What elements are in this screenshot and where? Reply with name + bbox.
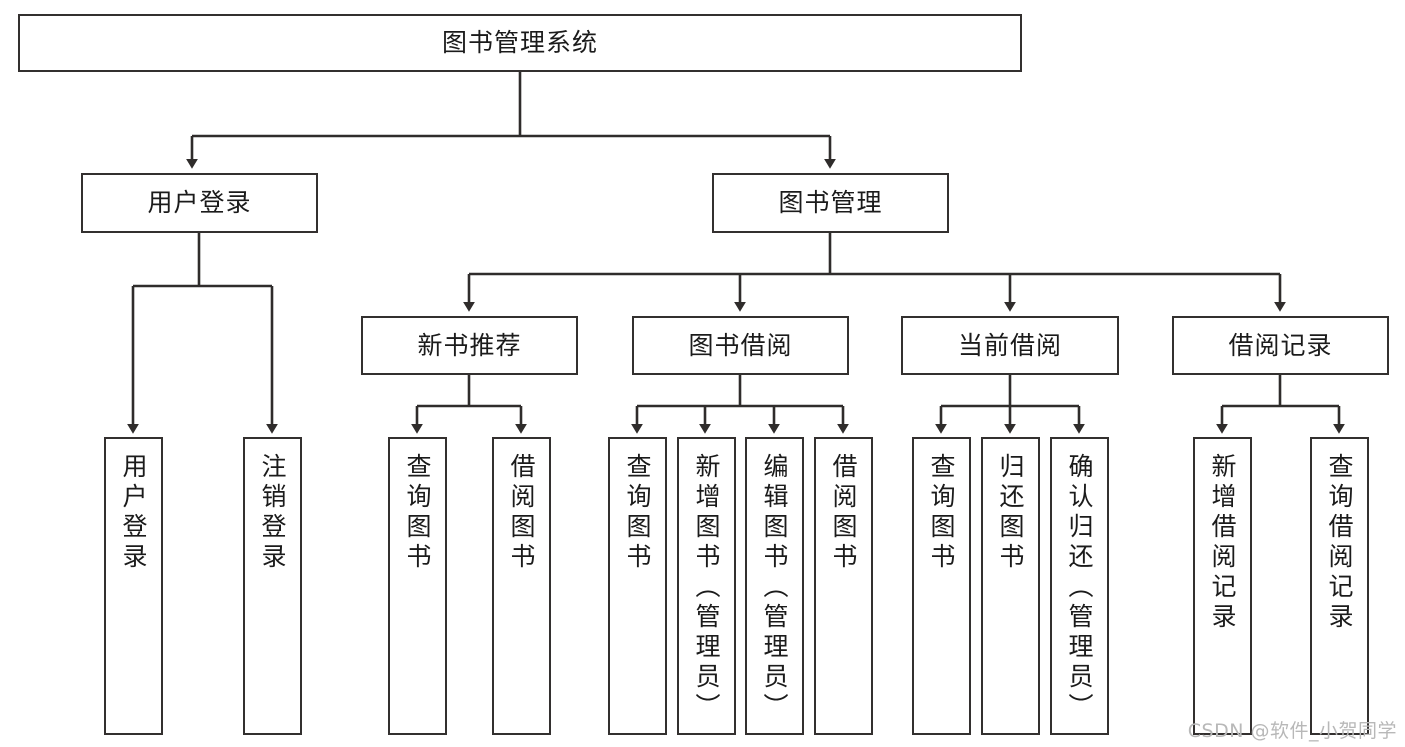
leaf-current-query-book[interactable]: 查询图书 <box>912 437 971 735</box>
node-label: 查询借阅记录 <box>1325 453 1354 633</box>
leaf-user-login-login[interactable]: 用户登录 <box>104 437 163 735</box>
node-label: 图书借阅 <box>688 330 793 360</box>
leaf-borrow-query-book[interactable]: 查询图书 <box>608 437 667 735</box>
leaf-new-book-borrow[interactable]: 借阅图书 <box>492 437 551 735</box>
node-label: 查询图书 <box>927 453 956 573</box>
node-label: 借阅图书 <box>829 453 858 573</box>
node-label: 注销登录 <box>258 453 287 573</box>
leaf-user-login-logout[interactable]: 注销登录 <box>243 437 302 735</box>
leaf-record-add-record[interactable]: 新增借阅记录 <box>1193 437 1252 735</box>
leaf-current-confirm-return-admin[interactable]: 确认归还（管理员） <box>1050 437 1109 735</box>
watermark: CSDN @软件_小贺同学 <box>1187 720 1397 742</box>
node-book-borrow[interactable]: 图书借阅 <box>632 316 849 375</box>
node-label: 借阅图书 <box>507 453 536 573</box>
node-label: 归还图书 <box>996 453 1025 573</box>
leaf-record-query-record[interactable]: 查询借阅记录 <box>1310 437 1369 735</box>
node-label: 新增图书（管理员） <box>692 453 721 723</box>
leaf-new-book-query[interactable]: 查询图书 <box>388 437 447 735</box>
node-book-management[interactable]: 图书管理 <box>712 173 949 233</box>
node-label: 新书推荐 <box>417 330 522 360</box>
leaf-borrow-borrow-book[interactable]: 借阅图书 <box>814 437 873 735</box>
leaf-borrow-edit-book-admin[interactable]: 编辑图书（管理员） <box>745 437 804 735</box>
node-label: 查询图书 <box>403 453 432 573</box>
node-label: 当前借阅 <box>957 330 1062 360</box>
leaf-borrow-add-book-admin[interactable]: 新增图书（管理员） <box>677 437 736 735</box>
node-user-login[interactable]: 用户登录 <box>81 173 318 233</box>
node-current-borrow[interactable]: 当前借阅 <box>901 316 1119 375</box>
node-label: 确认归还（管理员） <box>1065 453 1094 723</box>
node-label: 新增借阅记录 <box>1208 453 1237 633</box>
node-label: 用户登录 <box>119 453 148 573</box>
node-label: 借阅记录 <box>1228 330 1333 360</box>
node-label: 查询图书 <box>623 453 652 573</box>
node-label: 用户登录 <box>147 188 252 218</box>
node-label: 图书管理系统 <box>441 28 598 58</box>
node-label: 编辑图书（管理员） <box>760 453 789 723</box>
leaf-current-return-book[interactable]: 归还图书 <box>981 437 1040 735</box>
node-new-book-recommend[interactable]: 新书推荐 <box>361 316 578 375</box>
node-root-system[interactable]: 图书管理系统 <box>18 14 1022 72</box>
node-label: 图书管理 <box>778 188 883 218</box>
node-borrow-record[interactable]: 借阅记录 <box>1172 316 1389 375</box>
